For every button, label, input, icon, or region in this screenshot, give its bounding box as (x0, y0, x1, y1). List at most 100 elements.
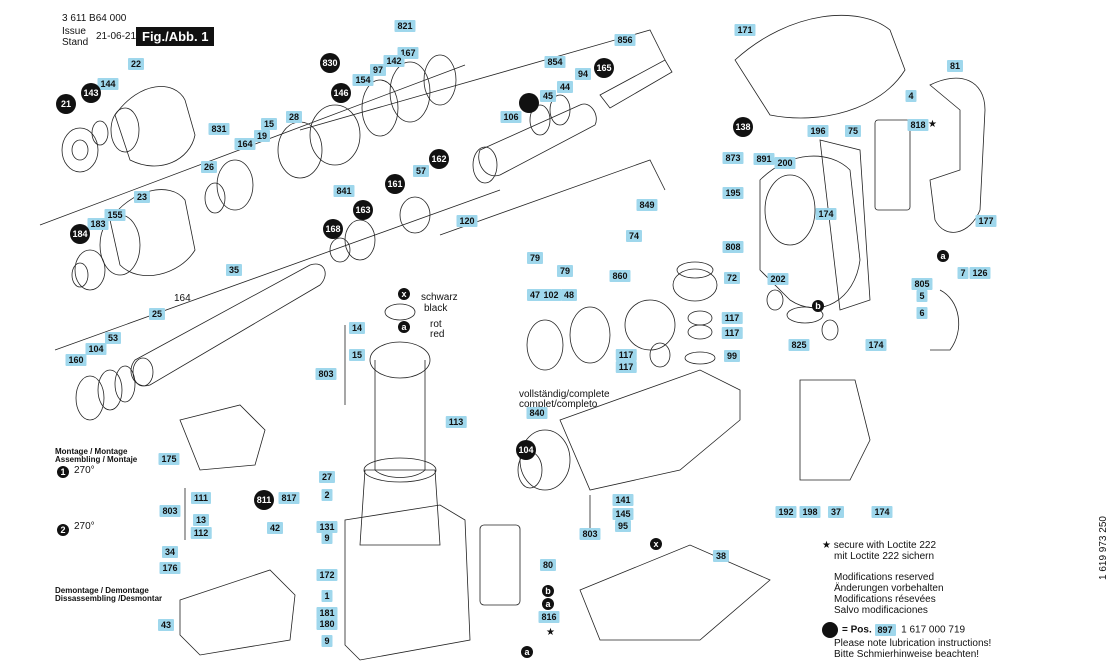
part-tag-15[interactable]: 15 (348, 349, 366, 361)
part-tag-81[interactable]: 81 (946, 60, 964, 72)
part-tag-192[interactable]: 192 (775, 506, 797, 518)
part-tag-102[interactable]: 102 (540, 289, 562, 301)
part-tag-873[interactable]: 873 (722, 152, 744, 164)
part-tag-856[interactable]: 856 (614, 34, 636, 46)
part-tag-160[interactable]: 160 (65, 354, 87, 366)
part-tag-117-d[interactable]: 117 (615, 361, 637, 373)
part-tag-75[interactable]: 75 (844, 125, 862, 137)
part-tag-840[interactable]: 840 (526, 407, 548, 419)
part-tag-176[interactable]: 176 (159, 562, 181, 574)
part-dot-146[interactable]: 146 (331, 83, 351, 103)
part-tag-4[interactable]: 4 (905, 90, 917, 102)
part-tag-99[interactable]: 99 (723, 350, 741, 362)
part-tag-174-c[interactable]: 174 (871, 506, 893, 518)
part-tag-104[interactable]: 104 (85, 343, 107, 355)
part-tag-42[interactable]: 42 (266, 522, 284, 534)
part-tag-200[interactable]: 200 (774, 157, 796, 169)
part-tag-854[interactable]: 854 (544, 56, 566, 68)
part-tag-74[interactable]: 74 (625, 230, 643, 242)
part-dot-830[interactable]: 830 (320, 53, 340, 73)
part-tag-111[interactable]: 111 (190, 492, 212, 504)
part-tag-825[interactable]: 825 (788, 339, 810, 351)
part-tag-72[interactable]: 72 (723, 272, 741, 284)
part-tag-808[interactable]: 808 (722, 241, 744, 253)
part-tag-117-a[interactable]: 117 (721, 312, 743, 324)
part-tag-97[interactable]: 97 (369, 64, 387, 76)
part-tag-174-b[interactable]: 174 (865, 339, 887, 351)
part-tag-113[interactable]: 113 (445, 416, 467, 428)
part-tag-831[interactable]: 831 (208, 123, 230, 135)
part-tag-849[interactable]: 849 (636, 199, 658, 211)
part-dot-104[interactable]: 104 (516, 440, 536, 460)
part-tag-155[interactable]: 155 (104, 209, 126, 221)
part-tag-79-a[interactable]: 79 (526, 252, 544, 264)
part-tag-27[interactable]: 27 (318, 471, 336, 483)
part-tag-57[interactable]: 57 (412, 165, 430, 177)
part-dot-184[interactable]: 184 (70, 224, 90, 244)
pos-number[interactable]: 897 (874, 623, 896, 636)
part-tag-821[interactable]: 821 (394, 20, 416, 32)
part-tag-198[interactable]: 198 (799, 506, 821, 518)
part-tag-817[interactable]: 817 (278, 492, 300, 504)
part-tag-141[interactable]: 141 (612, 494, 634, 506)
part-tag-131[interactable]: 131 (316, 521, 338, 533)
part-tag-5[interactable]: 5 (916, 290, 928, 302)
part-tag-202[interactable]: 202 (767, 273, 789, 285)
part-dot-165[interactable]: 165 (594, 58, 614, 78)
part-tag-14[interactable]: 14 (348, 322, 366, 334)
part-tag-94[interactable]: 94 (574, 68, 592, 80)
part-dot-138[interactable]: 138 (733, 117, 753, 137)
part-tag-164[interactable]: 164 (234, 138, 256, 150)
part-tag-144[interactable]: 144 (97, 78, 119, 90)
part-tag-145[interactable]: 145 (612, 508, 634, 520)
part-tag-172[interactable]: 172 (316, 569, 338, 581)
part-tag-13[interactable]: 13 (192, 514, 210, 526)
part-tag-803-b[interactable]: 803 (159, 505, 181, 517)
part-tag-48[interactable]: 48 (560, 289, 578, 301)
part-tag-177[interactable]: 177 (975, 215, 997, 227)
part-tag-1[interactable]: 1 (321, 590, 333, 602)
part-tag-154[interactable]: 154 (352, 74, 374, 86)
part-tag-195[interactable]: 195 (722, 187, 744, 199)
part-tag-79-b[interactable]: 79 (556, 265, 574, 277)
part-tag-44[interactable]: 44 (556, 81, 574, 93)
part-tag-45[interactable]: 45 (539, 90, 557, 102)
part-tag-180[interactable]: 180 (316, 618, 338, 630)
part-tag-803-a[interactable]: 803 (315, 368, 337, 380)
part-tag-47[interactable]: 47 (526, 289, 544, 301)
part-dot-811[interactable]: 811 (254, 490, 274, 510)
part-tag-22[interactable]: 22 (127, 58, 145, 70)
part-tag-9-a[interactable]: 9 (321, 532, 333, 544)
part-tag-891[interactable]: 891 (753, 153, 775, 165)
part-tag-2[interactable]: 2 (321, 489, 333, 501)
part-tag-117-b[interactable]: 117 (721, 327, 743, 339)
part-tag-28[interactable]: 28 (285, 111, 303, 123)
part-tag-196[interactable]: 196 (807, 125, 829, 137)
part-tag-112[interactable]: 112 (190, 527, 212, 539)
part-tag-860[interactable]: 860 (609, 270, 631, 282)
part-tag-19[interactable]: 19 (253, 130, 271, 142)
part-tag-816[interactable]: 816 (538, 611, 560, 623)
part-tag-53[interactable]: 53 (104, 332, 122, 344)
part-tag-37[interactable]: 37 (827, 506, 845, 518)
part-tag-805[interactable]: 805 (911, 278, 933, 290)
part-tag-181[interactable]: 181 (316, 607, 338, 619)
part-tag-117-c[interactable]: 117 (615, 349, 637, 361)
part-tag-95[interactable]: 95 (614, 520, 632, 532)
part-tag-175[interactable]: 175 (158, 453, 180, 465)
part-tag-142[interactable]: 142 (383, 55, 405, 67)
part-tag-183[interactable]: 183 (87, 218, 109, 230)
part-tag-23[interactable]: 23 (133, 191, 151, 203)
part-tag-818[interactable]: 818 (907, 119, 929, 131)
part-tag-80[interactable]: 80 (539, 559, 557, 571)
part-dot-161[interactable]: 161 (385, 174, 405, 194)
part-tag-7[interactable]: 7 (957, 267, 969, 279)
part-tag-171[interactable]: 171 (734, 24, 756, 36)
part-tag-9-b[interactable]: 9 (321, 635, 333, 647)
part-tag-841[interactable]: 841 (333, 185, 355, 197)
part-tag-15-top[interactable]: 15 (260, 118, 278, 130)
part-tag-35[interactable]: 35 (225, 264, 243, 276)
part-dot-21[interactable]: 21 (56, 94, 76, 114)
part-tag-26[interactable]: 26 (200, 161, 218, 173)
part-tag-126[interactable]: 126 (969, 267, 991, 279)
